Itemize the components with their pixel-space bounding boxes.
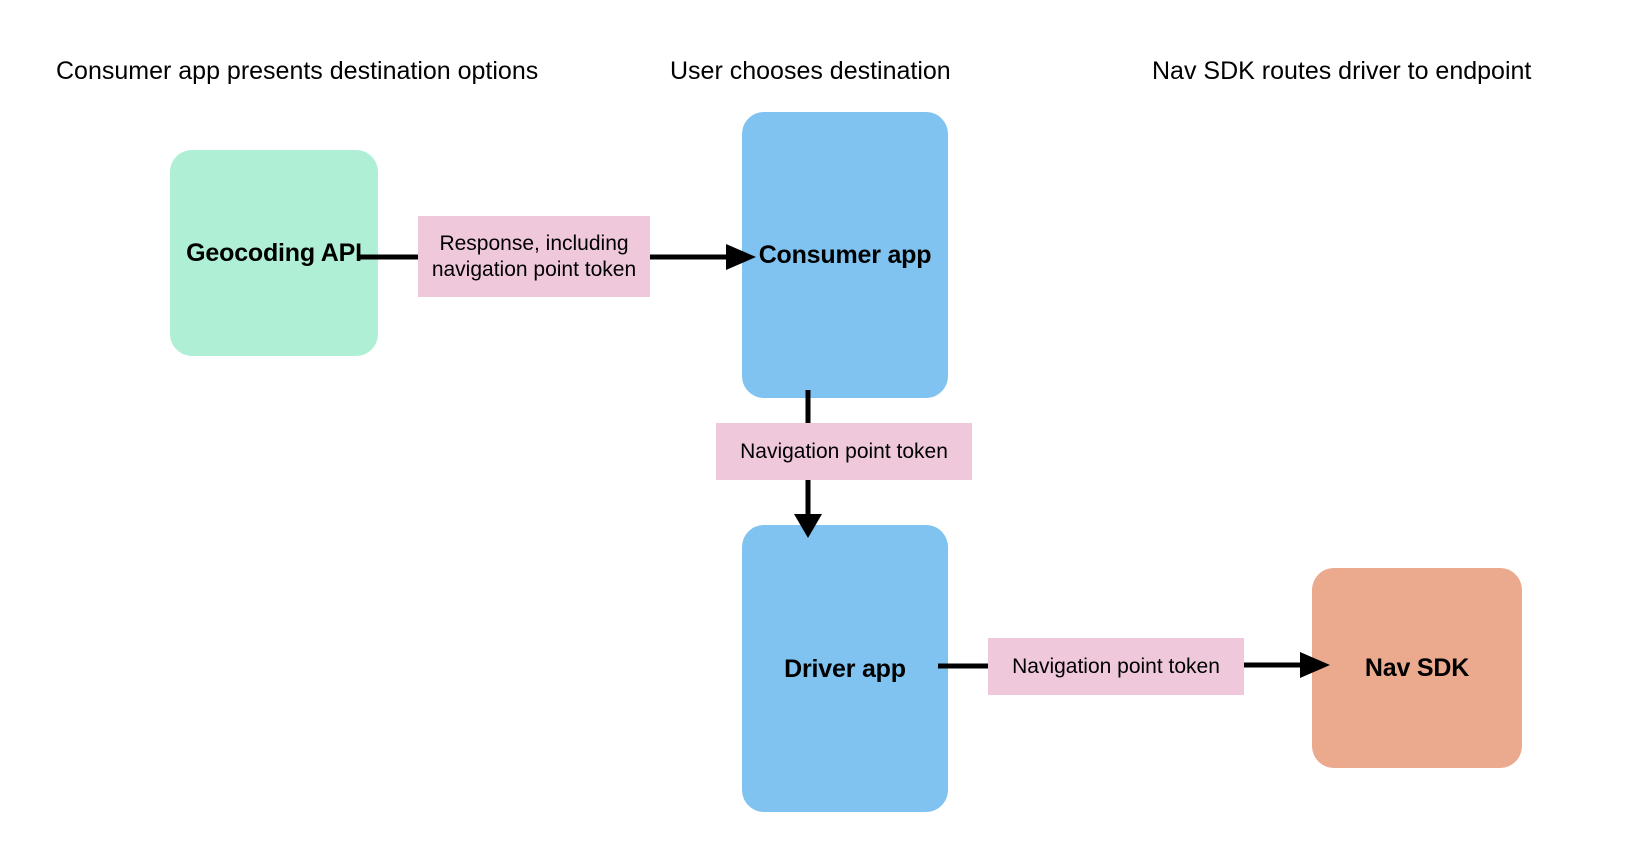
column-heading-consumer: Consumer app presents destination option… — [56, 57, 539, 85]
node-driver-app-label: Driver app — [784, 654, 906, 683]
node-nav-sdk-label: Nav SDK — [1364, 654, 1470, 682]
edge-label-navigation-point-token-mid-text: Navigation point token — [740, 439, 948, 463]
column-heading-navsdk: Nav SDK routes driver to endpoint — [1152, 57, 1532, 85]
node-nav-sdk[interactable]: Nav SDK — [1312, 568, 1522, 768]
edge-label-response-including-navigation-point-token: Response, including navigation point tok… — [418, 216, 650, 297]
edge-response-label-to-consumer-app — [640, 244, 756, 270]
column-heading-user: User chooses destination — [670, 57, 951, 85]
edge-label-navigation-point-token-bottom: Navigation point token — [988, 638, 1244, 695]
node-consumer-app[interactable]: Consumer app — [742, 112, 948, 398]
edge-label-navigation-point-token-bottom-text: Navigation point token — [1012, 654, 1220, 678]
edge-label-navigation-point-token-mid: Navigation point token — [716, 423, 972, 480]
node-driver-app[interactable]: Driver app — [742, 525, 948, 812]
node-geocoding-api-label: Geocoding API — [186, 239, 362, 267]
edge-nav-token-label-to-nav-sdk — [1234, 652, 1330, 678]
node-geocoding-api[interactable]: Geocoding API — [170, 150, 378, 356]
edge-label-response-text: Response, including navigation point tok… — [431, 231, 637, 281]
node-consumer-app-label: Consumer app — [758, 241, 932, 269]
